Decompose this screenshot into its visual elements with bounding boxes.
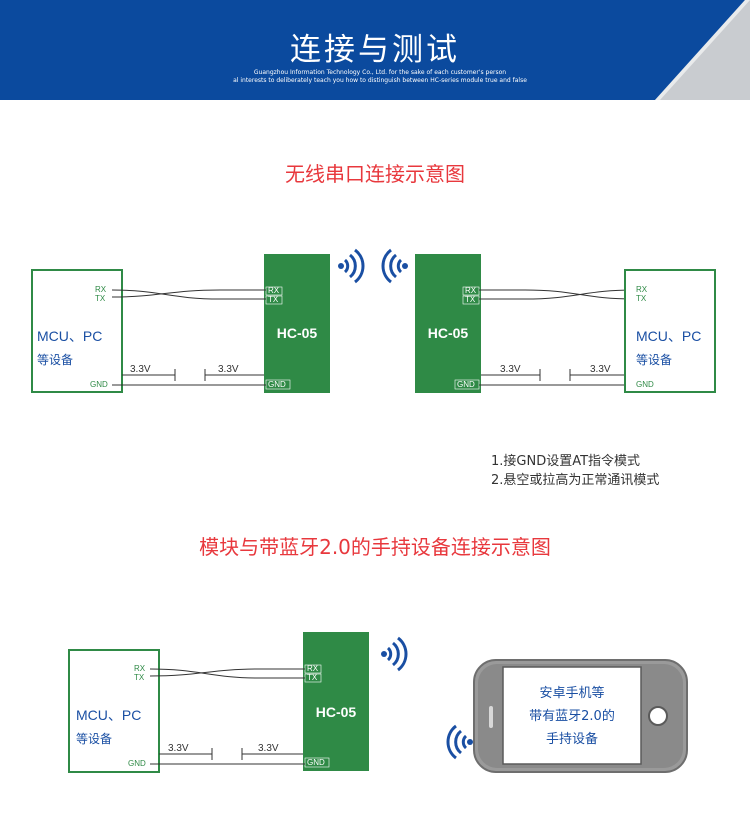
phone-screen-line1: 安卓手机等 xyxy=(539,685,604,701)
s2-device-label: MCU、PC xyxy=(76,707,141,723)
signal-right-icon xyxy=(338,248,365,284)
s2-module-gnd: GND xyxy=(307,758,325,767)
left-module-tx: TX xyxy=(268,295,279,304)
left-device-sublabel: 等设备 xyxy=(37,353,73,367)
left-voltage-1: 3.3V xyxy=(130,364,151,375)
right-device-box xyxy=(624,269,716,393)
mode-notes: 1.接GND设置AT指令模式 2.悬空或拉高为正常通讯模式 xyxy=(491,452,659,490)
left-device-rx-label: RX xyxy=(95,285,107,294)
note-2: 2.悬空或拉高为正常通讯模式 xyxy=(491,473,660,488)
left-device-label: MCU、PC xyxy=(37,328,102,344)
s2-device-tx-label: TX xyxy=(134,673,145,682)
s2-device-sublabel: 等设备 xyxy=(76,732,112,746)
left-device-box xyxy=(31,269,123,393)
right-device-label: MCU、PC xyxy=(636,328,701,344)
right-voltage-1: 3.3V xyxy=(500,364,521,375)
s2-device-rx-label: RX xyxy=(134,664,146,673)
right-hc05-module xyxy=(415,254,481,393)
left-device-tx-label: TX xyxy=(95,294,106,303)
handheld-connection-diagram: MCU、PC 等设备 RX TX GND HC-05 RX TX GND 3.3… xyxy=(68,632,688,773)
phone-screen-line2: 带有蓝牙2.0的 xyxy=(529,708,615,724)
right-device-rx-label: RX xyxy=(636,285,648,294)
right-voltage-2: 3.3V xyxy=(590,364,611,375)
phone-screen-line3: 手持设备 xyxy=(546,731,598,747)
s2-module-tx: TX xyxy=(307,673,318,682)
right-module-rx: RX xyxy=(465,286,477,295)
header-subtitle-line2: al interests to deliberately teach you h… xyxy=(233,77,527,84)
right-module-name: HC-05 xyxy=(428,325,469,341)
section2-title: 模块与带蓝牙2.0的手持设备连接示意图 xyxy=(199,535,551,559)
left-module-rx: RX xyxy=(268,286,280,295)
right-device-gnd-label: GND xyxy=(636,380,654,389)
right-module-tx: TX xyxy=(465,295,476,304)
section1-title: 无线串口连接示意图 xyxy=(285,162,465,186)
s2-voltage-2: 3.3V xyxy=(258,743,279,754)
right-device-sublabel: 等设备 xyxy=(636,353,672,367)
left-device-gnd-label: GND xyxy=(90,380,108,389)
left-voltage-2: 3.3V xyxy=(218,364,239,375)
s2-device-box xyxy=(68,649,160,773)
s2-signal-right-icon xyxy=(381,636,408,672)
signal-left-icon xyxy=(381,248,408,284)
wireless-serial-diagram: MCU、PC 等设备 RX TX GND HC-05 RX TX GND 3.3… xyxy=(31,248,716,393)
s2-signal-left-icon xyxy=(446,724,473,760)
s2-voltage-1: 3.3V xyxy=(168,743,189,754)
left-module-name: HC-05 xyxy=(277,325,318,341)
s2-hc05-module xyxy=(303,632,369,771)
right-module-gnd: GND xyxy=(457,380,475,389)
header-background xyxy=(0,0,750,100)
s2-device-gnd-label: GND xyxy=(128,759,146,768)
page-title: 连接与测试 xyxy=(290,32,460,68)
header-subtitle-line1: Guangzhou Information Technology Co., Lt… xyxy=(253,69,507,76)
right-device-tx-label: TX xyxy=(636,294,647,303)
left-module-gnd: GND xyxy=(268,380,286,389)
left-hc05-module xyxy=(264,254,330,393)
phone-screen xyxy=(502,666,642,765)
phone-icon: 安卓手机等 带有蓝牙2.0的 手持设备 xyxy=(473,659,688,773)
header-banner: 连接与测试 Guangzhou Information Technology C… xyxy=(0,0,750,100)
s2-module-rx: RX xyxy=(307,664,319,673)
phone-home-button xyxy=(648,706,668,726)
s2-module-name: HC-05 xyxy=(316,704,357,720)
note-1: 1.接GND设置AT指令模式 xyxy=(491,454,641,469)
